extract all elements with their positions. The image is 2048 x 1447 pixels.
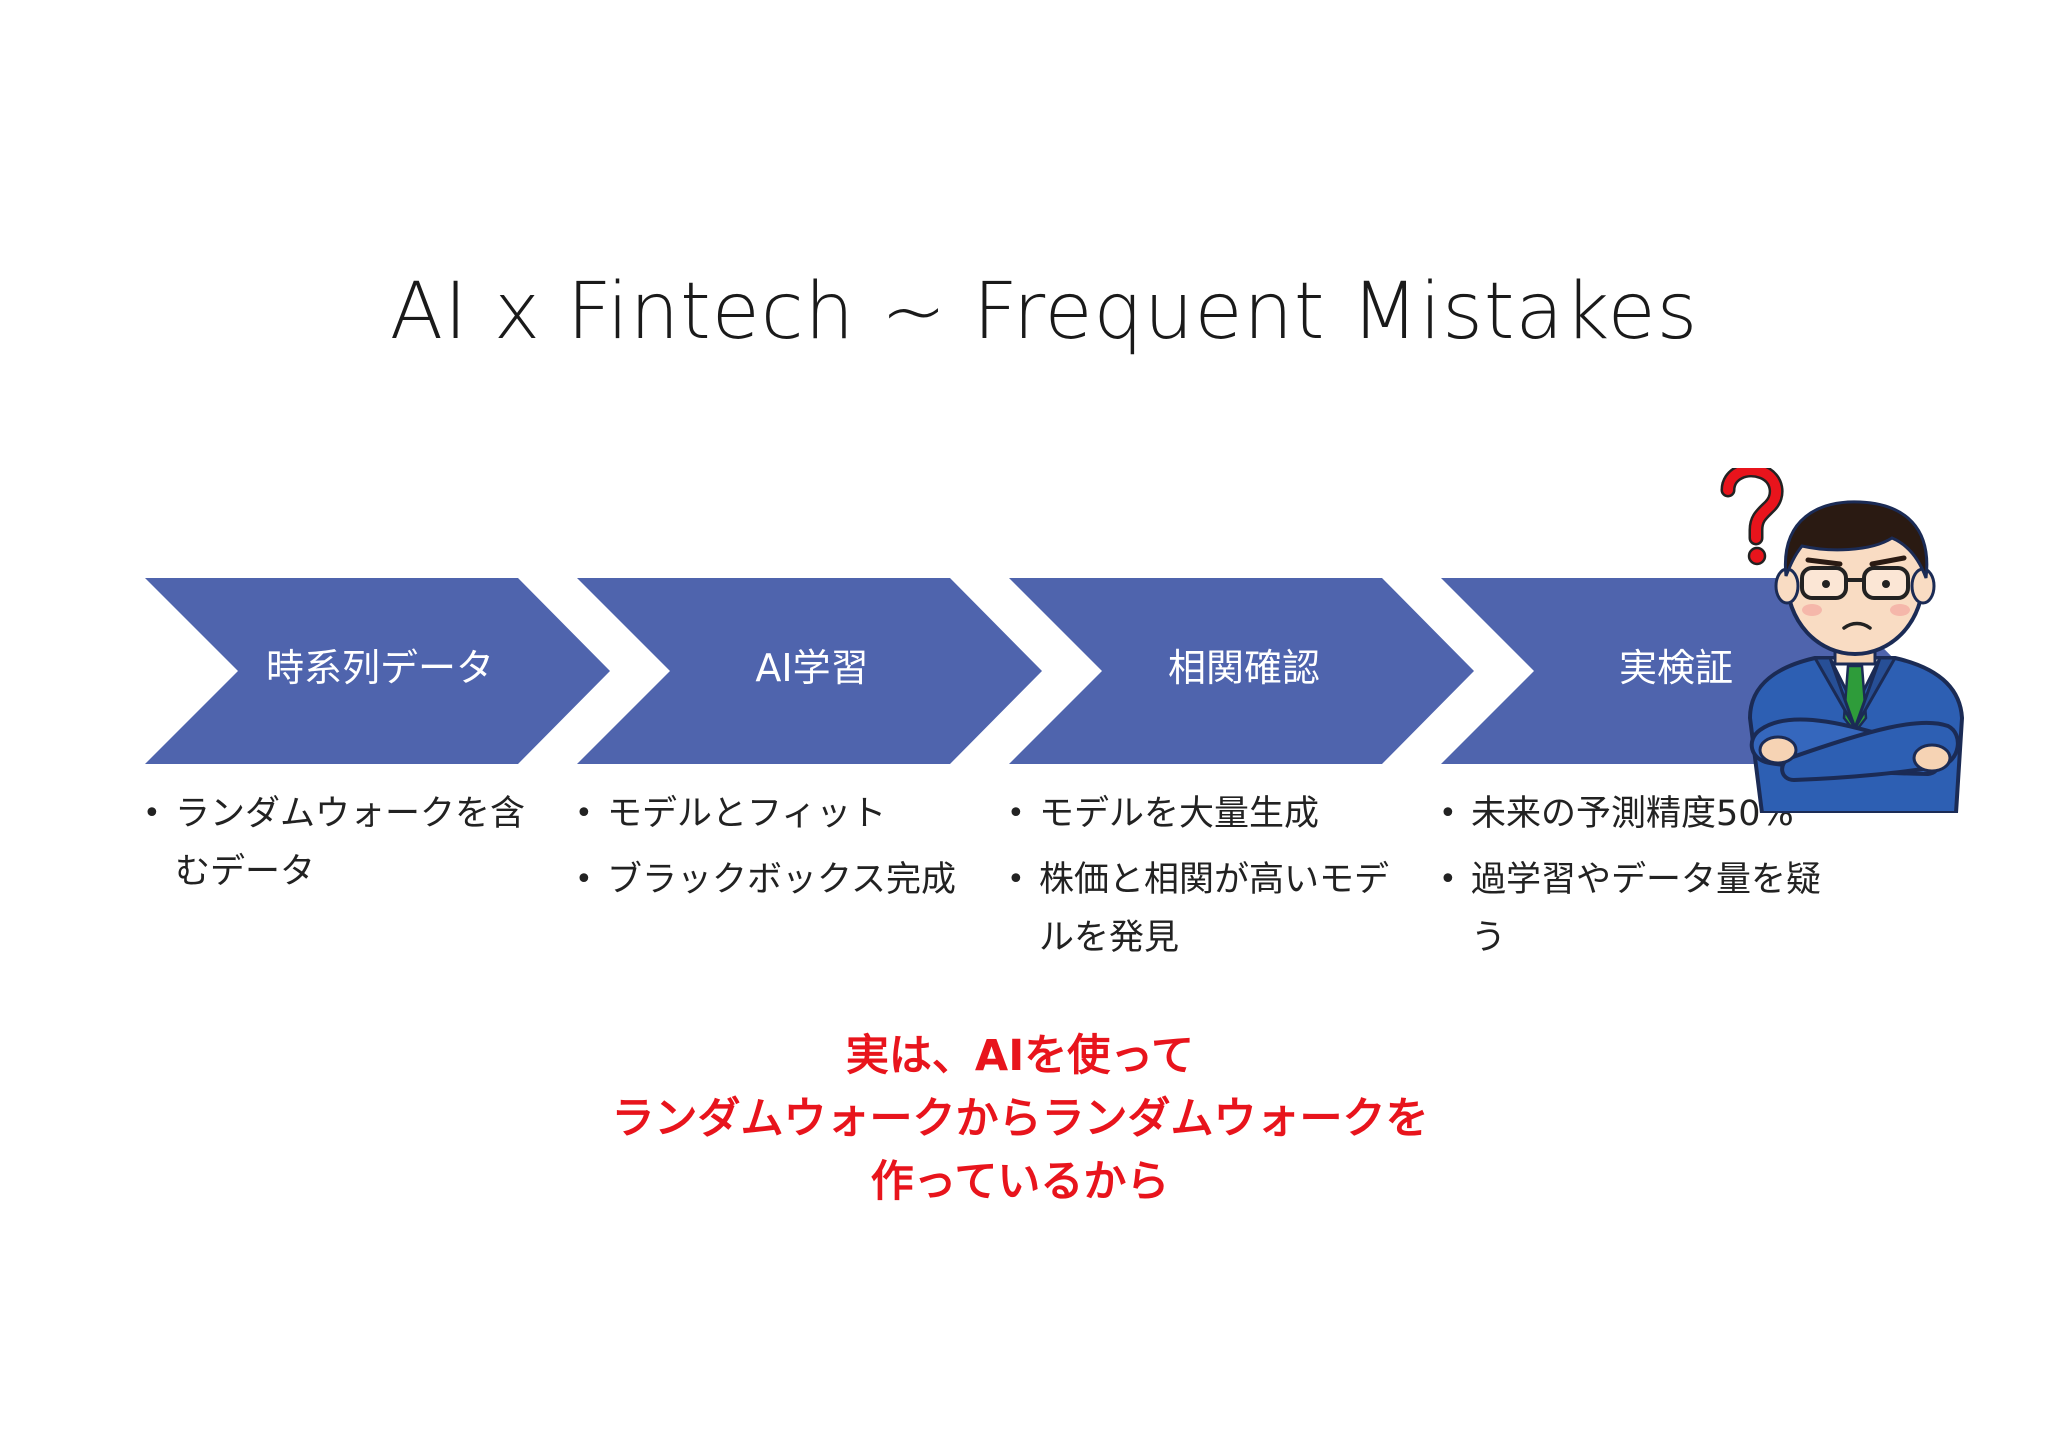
bullet-item: モデルを大量生成 (1007, 785, 1397, 843)
step-label-2: AI学習 (755, 646, 869, 690)
step-2-bullets: モデルとフィット ブラックボックス完成 (575, 785, 965, 917)
step-4-bullets: 未来の予測精度50% 過学習やデータ量を疑う (1439, 785, 1829, 975)
chevron-step-1 (145, 578, 610, 764)
bullet-item: 株価と相関が高いモデルを発見 (1007, 851, 1397, 967)
chevron-step-3 (1009, 578, 1474, 764)
conclusion-line-3: 作っているから (870, 1157, 1170, 1207)
step-1-bullets: ランダムウォークを含むデータ (143, 785, 533, 909)
bullet-item: 過学習やデータ量を疑う (1439, 851, 1829, 967)
conclusion-line-1: 実は、AIを使って (845, 1031, 1195, 1081)
step-3-bullets: モデルを大量生成 株価と相関が高いモデルを発見 (1007, 785, 1397, 975)
step-label-4: 実検証 (1618, 646, 1733, 690)
chevron-step-2 (577, 578, 1042, 764)
conclusion-text: 実は、AIを使って ランダムウォークからランダムウォークを 作っているから (560, 1025, 1480, 1214)
bullet-item: ランダムウォークを含むデータ (143, 785, 533, 901)
bullet-item: ブラックボックス完成 (575, 851, 965, 909)
step-label-3: 相関確認 (1167, 646, 1320, 690)
step-label-1: 時系列データ (265, 646, 494, 690)
confused-businessman-icon (1720, 468, 1965, 813)
slide-title: AI x Fintech ~ Frequent Mistakes (389, 267, 1699, 357)
bullet-item: 未来の予測精度50% (1439, 785, 1829, 843)
question-mark-icon (1720, 468, 1784, 566)
bullet-item: モデルとフィット (575, 785, 965, 843)
conclusion-line-2: ランダムウォークからランダムウォークを (611, 1094, 1429, 1144)
